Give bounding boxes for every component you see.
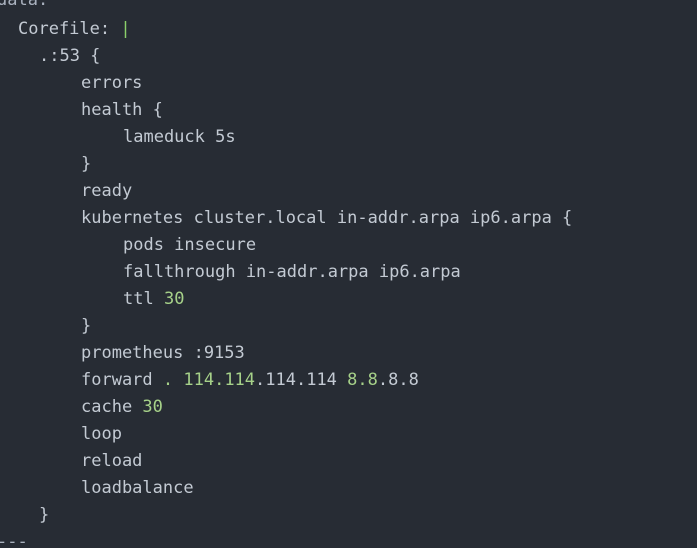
code-line: health { — [81, 97, 163, 124]
code-token: --- — [0, 532, 28, 548]
code-token: .8.8 — [377, 370, 419, 390]
code-token: data: — [0, 0, 49, 10]
code-line: --- — [0, 529, 28, 548]
code-token: ready — [81, 181, 133, 201]
code-token: .:53 { — [39, 46, 101, 66]
code-line: data: — [0, 0, 48, 14]
code-token: . — [162, 370, 184, 390]
code-line: } — [81, 313, 91, 340]
code-token: errors — [81, 73, 143, 93]
code-line: } — [81, 151, 91, 178]
code-line: reload — [81, 448, 142, 475]
code-token: .114.114 — [255, 370, 348, 390]
code-token: fallthrough in-addr.arpa ip6.arpa — [123, 262, 461, 282]
code-line: Corefile: | — [18, 16, 131, 43]
code-token: prometheus :9153 — [81, 343, 245, 363]
code-line: loop — [81, 421, 122, 448]
code-token: 30 — [163, 289, 185, 309]
code-line: errors — [81, 70, 142, 97]
code-line: fallthrough in-addr.arpa ip6.arpa — [123, 259, 461, 286]
code-token: lameduck 5s — [123, 127, 236, 147]
code-token: 114.114 — [183, 370, 256, 390]
code-line: ttl 30 — [123, 286, 184, 313]
code-line: lameduck 5s — [123, 124, 236, 151]
code-token: ttl — [123, 289, 164, 309]
code-token: } — [81, 316, 92, 336]
code-token: forward — [81, 370, 163, 390]
code-token: kubernetes cluster.local in-addr.arpa ip… — [81, 208, 573, 228]
code-token: } — [81, 154, 92, 174]
code-line: ready — [81, 178, 132, 205]
code-line: loadbalance — [81, 475, 194, 502]
code-token: Corefile: — [18, 19, 121, 39]
code-token: reload — [81, 451, 143, 471]
code-line: kubernetes cluster.local in-addr.arpa ip… — [81, 205, 572, 232]
code-line: prometheus :9153 — [81, 340, 245, 367]
code-token: cache — [81, 397, 143, 417]
code-line: pods insecure — [123, 232, 256, 259]
code-token: health { — [81, 100, 163, 120]
code-token: loop — [81, 424, 122, 444]
code-token: } — [39, 505, 50, 525]
code-line: forward . 114.114.114.114 8.8.8.8 — [81, 367, 419, 394]
code-line: .:53 { — [39, 43, 100, 70]
code-line: } — [39, 502, 49, 529]
code-line: cache 30 — [81, 394, 163, 421]
code-token: | — [120, 19, 131, 39]
code-token: loadbalance — [81, 478, 194, 498]
code-token: 30 — [142, 397, 163, 417]
code-token: pods insecure — [123, 235, 257, 255]
code-token: 8.8 — [347, 370, 378, 390]
